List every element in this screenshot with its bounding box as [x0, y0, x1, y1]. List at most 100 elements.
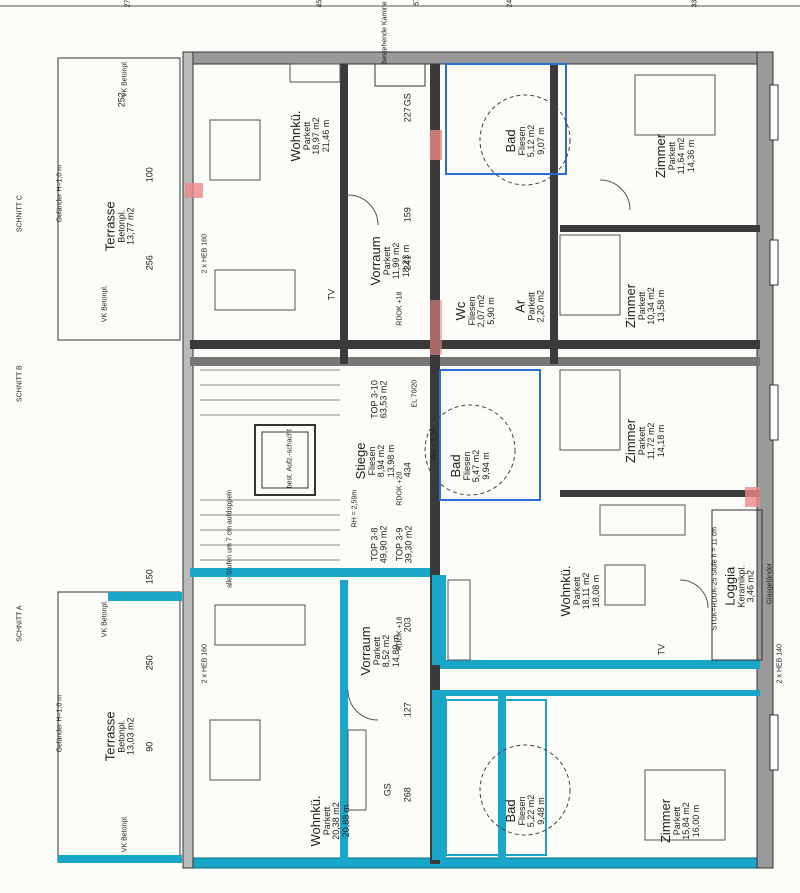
outer-wall-top: [182, 51, 774, 65]
sofa-mid: [599, 504, 686, 536]
elevator-cabin: [261, 431, 309, 489]
dim-203: 203: [402, 617, 413, 633]
wall-v3: [550, 64, 558, 364]
room-zimmer-4: Zimmer Parkett 15,84 m2 16,00 m: [658, 798, 701, 844]
bath-top-outline: [445, 63, 567, 175]
wall-h4: [430, 660, 760, 669]
dim-127: 127: [402, 702, 413, 718]
window-r4: [769, 714, 779, 771]
terrace-bottom-blue-edge: [58, 855, 182, 863]
hatch-4: [745, 487, 760, 507]
hatch-3: [430, 300, 442, 355]
terrace-top-railing: Geländer H=1,0 m: [56, 164, 64, 223]
wall-h1: [190, 340, 760, 349]
top-dim-5: 331: [691, 0, 699, 8]
bath-mid-outline: [439, 369, 541, 501]
dining-table-bottom: [209, 719, 261, 781]
top3-10-label: TOP 3-10 63,53 m2: [369, 380, 389, 419]
top-dim-1: 270: [124, 0, 132, 8]
outer-wall-left: [182, 51, 194, 869]
dim-100: 100: [144, 167, 155, 183]
kitchen-counter-mid: [447, 579, 471, 661]
room-bad-mid: Bad Fliesen 5,47 m2 9,94 m: [448, 449, 491, 483]
wall-v5: [432, 575, 446, 665]
room-bad-bot: Bad Fliesen 5,22 m2 9,48 m: [503, 794, 546, 828]
wall-v4: [340, 580, 348, 860]
heb140: 2 x HEB 140: [776, 644, 784, 684]
sofa-bottom: [214, 604, 306, 646]
schnitt-c: SCHNITT C: [16, 195, 24, 233]
wall-h3: [190, 568, 440, 577]
door-swing-1: [347, 194, 379, 226]
window-r2: [769, 239, 779, 286]
tv-mid: TV: [656, 643, 667, 656]
room-stiege: Stiege Fliesen 8,94 m2 13,98 m: [353, 442, 396, 480]
top-dim-4: 240: [506, 0, 514, 8]
stuk-note: STUK=RDUK-25 Stufe h = 11 cm: [711, 527, 719, 631]
terrace-bot-railing: Geländer H=1,0 m: [56, 694, 64, 753]
el-note: EL 70/20: [411, 379, 419, 408]
elevator-note: best. Aufz.-schacht: [286, 429, 294, 489]
room-wohnku-mid: Wohnkü. Parkett 18,11 m2 18,08 m: [558, 565, 601, 617]
wall-v1: [340, 64, 348, 364]
kitchen-counter-bot: [347, 729, 367, 811]
terrace-top-outline: [57, 57, 181, 341]
room-bad-top: Bad Fliesen 5,12 m2 9,07 m: [503, 124, 546, 158]
dim-268: 268: [402, 787, 413, 803]
room-terrasse-top: Terrasse Betonpl. 13,77 m2: [102, 201, 136, 252]
dim-250: 250: [144, 655, 155, 671]
outer-wall-bottom: [182, 857, 774, 869]
gs-top: GS: [402, 93, 413, 107]
wall-v6: [432, 690, 446, 860]
tv-top: TV: [326, 288, 337, 301]
bed-1: [634, 74, 716, 136]
room-loggia: Loggia Keramikpl. 3,46 m2: [722, 565, 756, 608]
wall-h5: [560, 225, 760, 232]
stufen-note: alle Stufen um 7 cm aufdoppeln: [226, 489, 234, 588]
room-wohnku-bot: Wohnkü. Parkett 20,38 m2 20,88 m: [308, 795, 351, 847]
dim-434: 434: [402, 462, 413, 478]
dim-90: 90: [144, 741, 155, 752]
dim-159: 159: [402, 207, 413, 223]
wall-v7: [498, 690, 506, 860]
room-wohnku-top: Wohnkü. Parkett 18,97 m2 21,46 m: [288, 110, 331, 162]
bath-bottom-outline: [445, 699, 547, 856]
room-zimmer-3: Zimmer Parkett 11,72 m2 14,18 m: [623, 418, 666, 464]
stiege-rh: RH = 2,59m: [351, 489, 359, 528]
bath-turning-circle-bot: [479, 744, 571, 836]
door-swing-3: [347, 689, 379, 721]
bed-2: [559, 234, 621, 316]
heb160-bot: 2 x HEB 160: [201, 644, 209, 684]
dim-241: 241: [402, 255, 413, 271]
hatch-2: [430, 130, 442, 160]
dim-150: 150: [144, 569, 155, 585]
room-zimmer-2: Zimmer Parkett 10,34 m2 13,58 m: [623, 283, 666, 329]
sofa-top: [214, 269, 296, 311]
terrace-bottom-blue-top: [108, 592, 182, 601]
glasgelaender: Glasgeländer: [766, 562, 774, 605]
room-vorraum-bot: Vorraum Parkett 8,52 m2 14,89 m: [358, 626, 401, 676]
schnitt-b: SCHNITT B: [16, 365, 24, 403]
schnitt-a: SCHNITT A: [16, 605, 24, 642]
top3-8-label: TOP 3-8 49,90 m2: [369, 525, 389, 564]
bath-turning-circle-mid: [424, 404, 516, 496]
wall-v2: [430, 64, 440, 864]
wall-h2: [190, 357, 760, 366]
loggia-rail: [711, 509, 763, 661]
wall-h6: [560, 490, 760, 497]
dining-table-top: [209, 119, 261, 181]
room-ar: Ar Parkett 2,20 m2: [512, 289, 546, 323]
outer-wall-right: [756, 51, 774, 869]
bed-3: [559, 369, 621, 451]
kitchen-counter-top: [289, 63, 341, 83]
window-r1: [769, 84, 779, 141]
top-dim-3: 57: [413, 0, 421, 6]
wall-h7: [430, 690, 760, 696]
elevator-shaft: [254, 424, 316, 496]
gs-bot: GS: [382, 783, 393, 797]
hatch-1: [185, 183, 203, 198]
top-dim-2: 459: [316, 0, 324, 8]
bad-rh: RH = 2,55: [431, 427, 439, 460]
bath-turning-circle-top: [479, 94, 571, 186]
